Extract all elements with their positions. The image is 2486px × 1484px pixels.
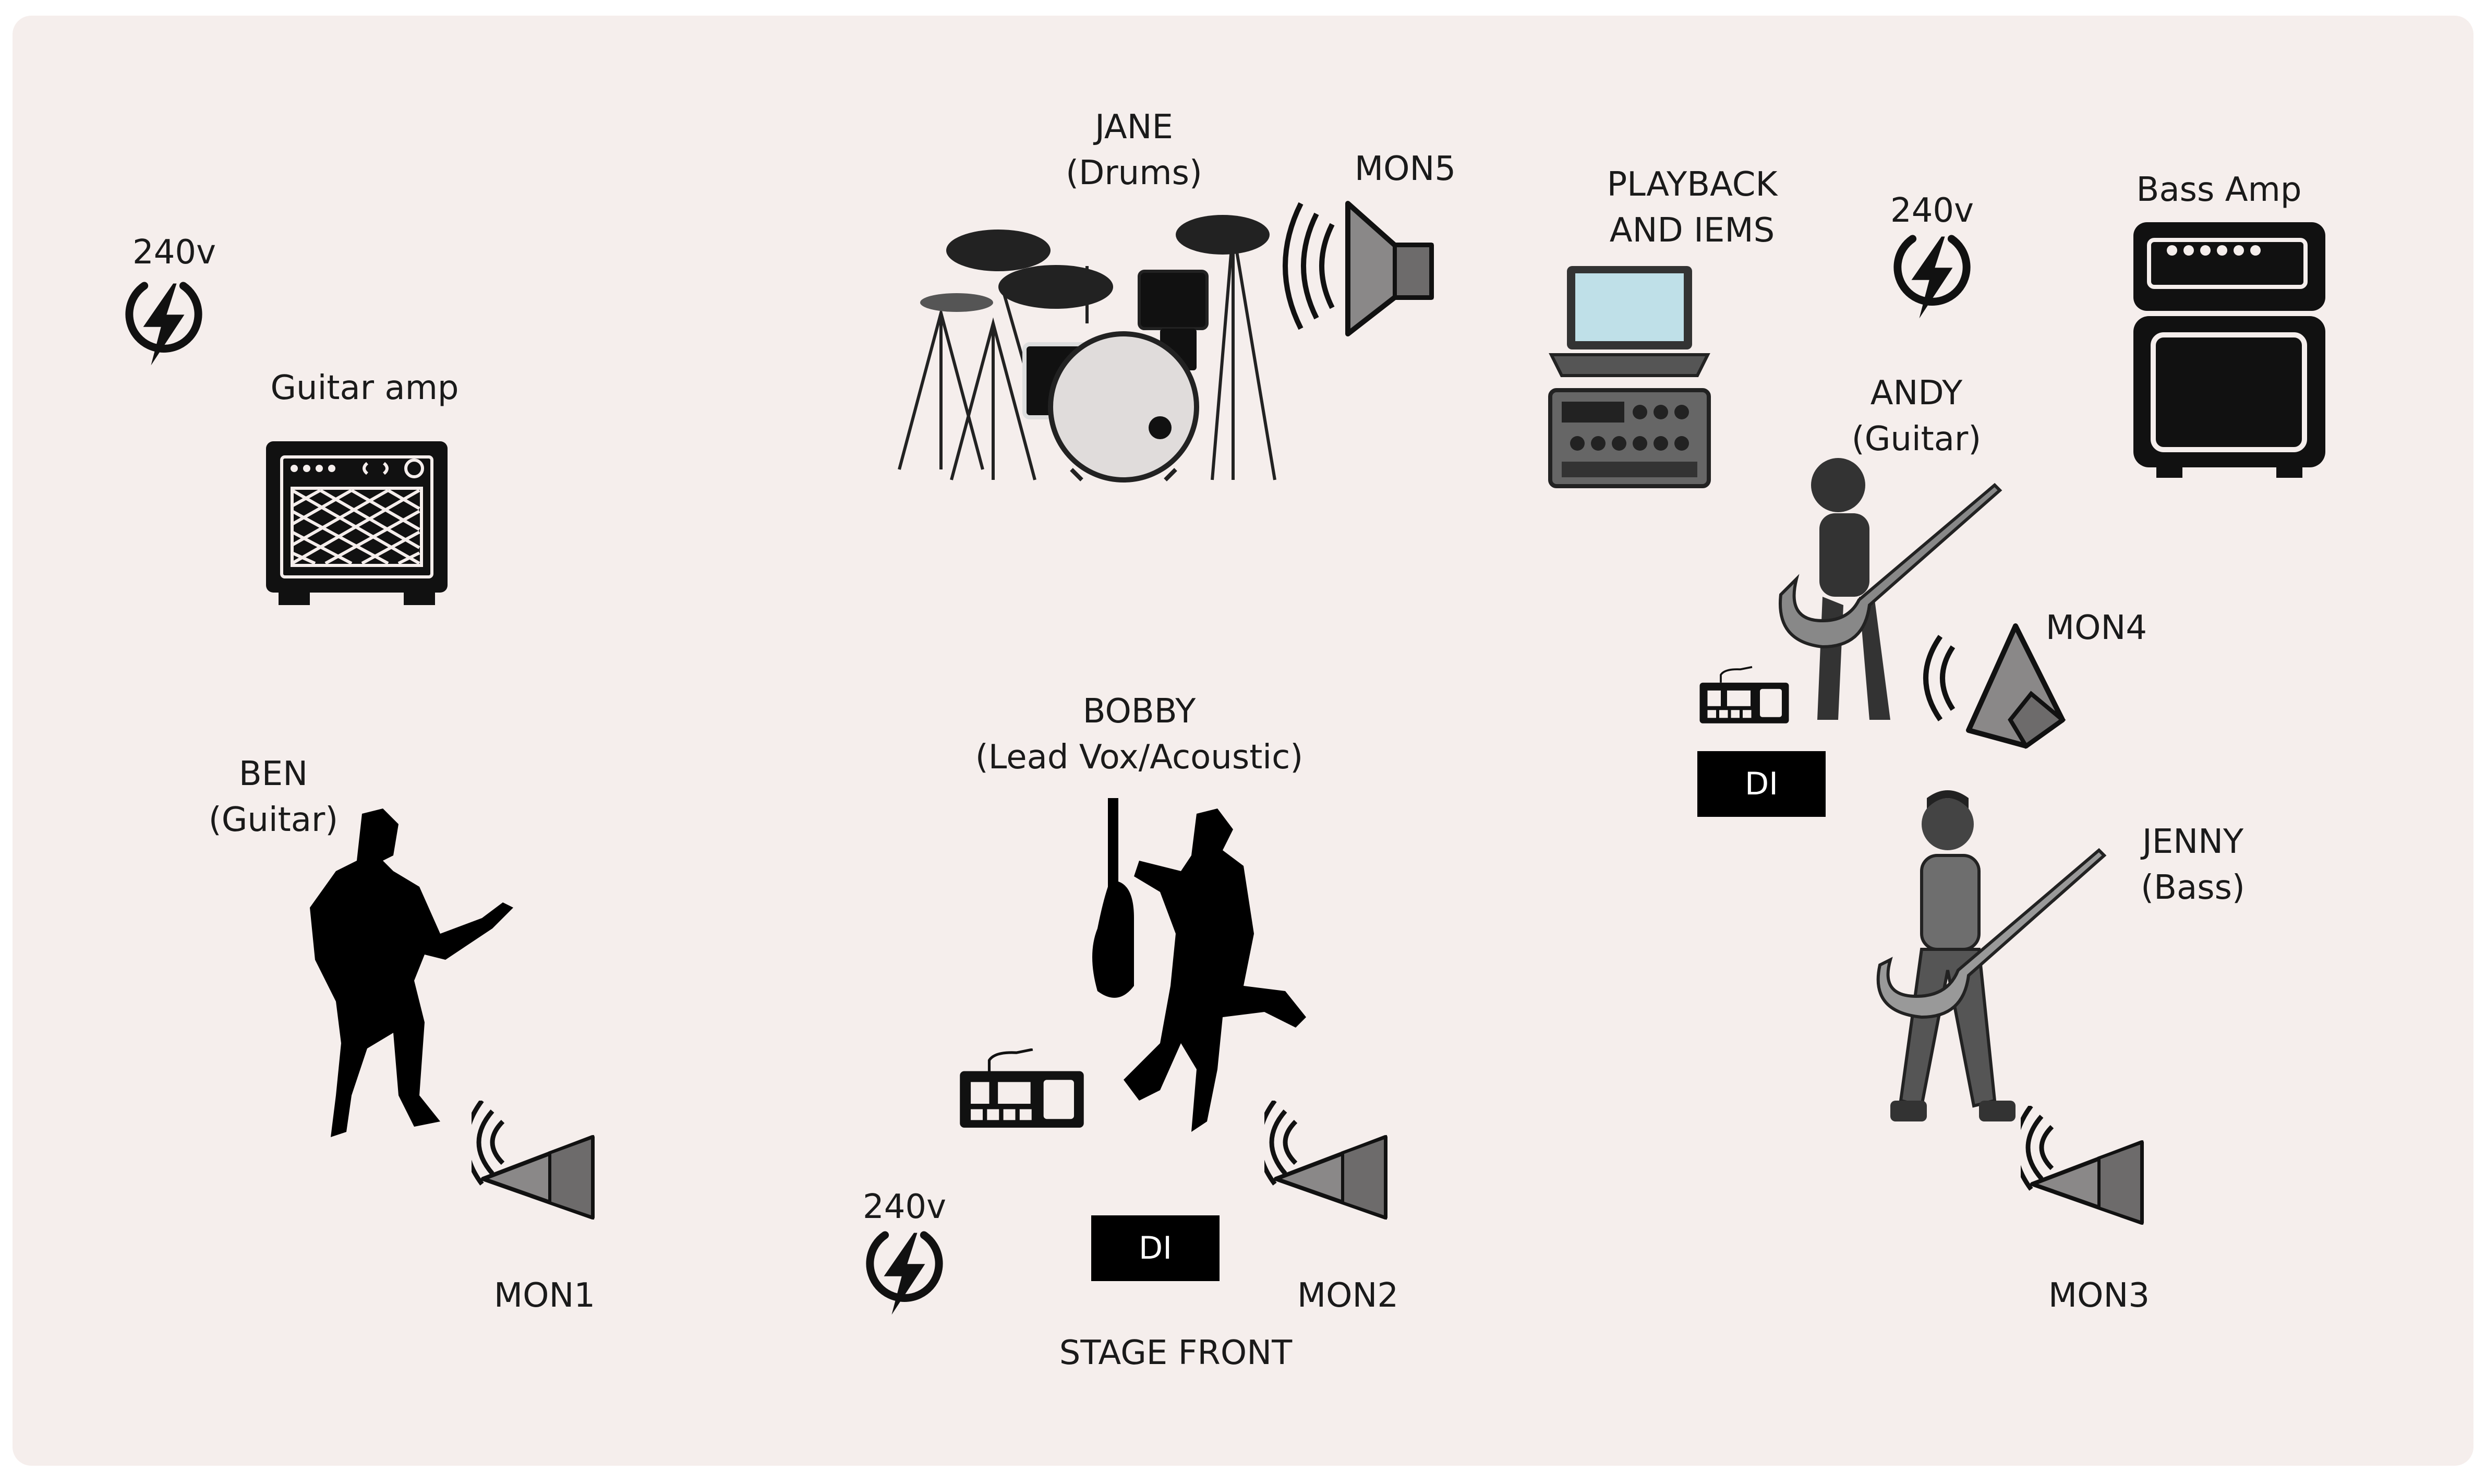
bobby-label: BOBBY (Lead Vox/Acoustic) [951, 689, 1327, 780]
mon5-label: MON5 [1327, 146, 1483, 192]
power-bolt-icon [863, 1221, 946, 1320]
laptop-icon [1546, 261, 1713, 381]
vocalist-bobby-silhouette [1087, 798, 1317, 1153]
pedalboard-icon [957, 1048, 1087, 1132]
monitor-wedge-icon [2021, 1106, 2156, 1262]
mon1-label: MON1 [472, 1273, 618, 1319]
bobby-name: BOBBY [951, 689, 1327, 734]
playback-line2: AND IEMS [1572, 208, 1812, 254]
monitor-wedge-icon [472, 1101, 607, 1257]
guitarist-ben-silhouette [284, 803, 513, 1148]
guitar-amp-label: Guitar amp [247, 365, 482, 411]
stage-plot: 240v 240v 240v Guitar amp JANE (Drums) [13, 16, 2473, 1466]
jenny-label: JENNY (Bass) [2109, 819, 2276, 911]
monitor-wedge-icon [1911, 616, 2068, 751]
mon2-label: MON2 [1275, 1273, 1421, 1319]
drum-kit-icon [868, 188, 1317, 501]
power-label: 240v [117, 230, 232, 275]
playback-label: PLAYBACK AND IEMS [1572, 162, 1812, 254]
jenny-role: (Bass) [2109, 865, 2276, 911]
monitor-wedge-icon [1275, 193, 1442, 339]
power-bolt-icon [122, 271, 206, 370]
andy-name: ANDY [1823, 370, 2010, 416]
mixer-icon [1546, 386, 1713, 490]
pedalboard-icon [1697, 657, 1791, 735]
mon3-label: MON3 [2026, 1273, 2172, 1319]
di-box: DI [1697, 751, 1826, 817]
stage-front-label: STAGE FRONT [1045, 1330, 1306, 1376]
jenny-name: JENNY [2109, 819, 2276, 865]
drummer-label: JANE (Drums) [998, 104, 1270, 196]
bass-amp-label: Bass Amp [2109, 167, 2328, 213]
playback-line1: PLAYBACK [1572, 162, 1812, 208]
bassist-jenny-figure [1869, 788, 2109, 1127]
guitar-amp-icon [263, 438, 451, 610]
bass-amp-icon [2130, 219, 2328, 480]
bobby-role: (Lead Vox/Acoustic) [951, 734, 1327, 780]
monitor-wedge-icon [1264, 1101, 1400, 1257]
drummer-name: JANE [998, 104, 1270, 150]
ben-name: BEN [185, 751, 362, 797]
di-box: DI [1091, 1215, 1220, 1281]
power-bolt-icon [1890, 224, 1974, 323]
